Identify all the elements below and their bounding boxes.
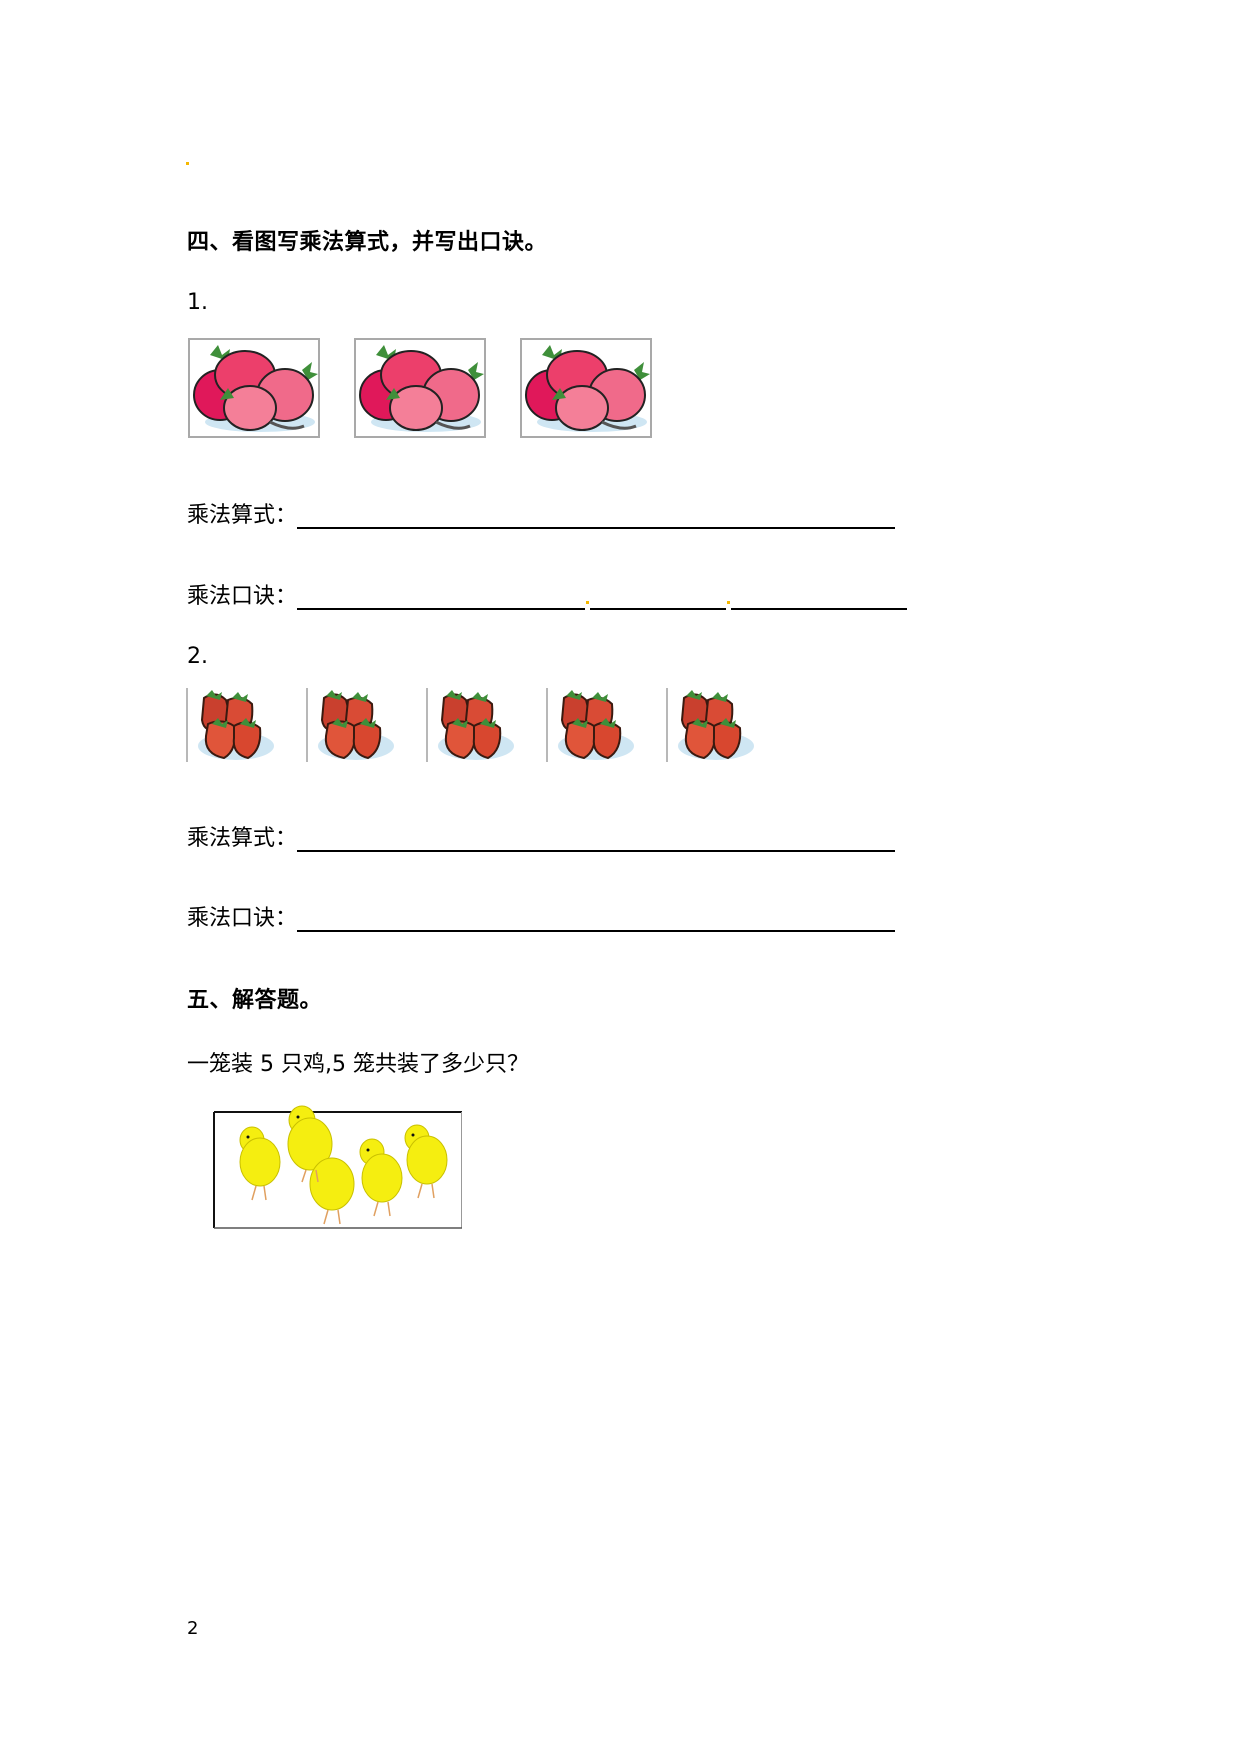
q1-formula-answer-blank[interactable] [297,505,896,529]
q2-rhyme-row: 乘法口诀： [187,900,896,932]
marker-dot [586,601,590,604]
q1-rhyme-row: 乘法口诀： [187,578,908,610]
q1-formula-row: 乘法算式： [187,497,896,529]
q1-rhyme-answer-blank-3[interactable] [731,586,908,610]
radish-image-row [188,338,652,438]
chicks-icon [212,1100,463,1229]
q2-formula-row: 乘法算式： [187,820,896,852]
marker-dot [186,162,189,165]
radish-bunch-icon [188,338,320,438]
strawberry-bunch-icon [666,688,762,762]
radish-bunch-icon [520,338,652,438]
q1-rhyme-answer-blank-2[interactable] [590,586,727,610]
q2-formula-answer-blank[interactable] [297,828,896,852]
word-problem-text: 一笼装 5 只鸡,5 笼共装了多少只？ [187,1052,529,1077]
q2-rhyme-label: 乘法口诀： [187,906,298,931]
q1-rhyme-answer-blank[interactable] [297,586,586,610]
page-number: 2 [187,1618,199,1639]
q1-rhyme-label: 乘法口诀： [187,584,298,609]
strawberry-image-row [186,688,762,762]
marker-dot [727,601,731,604]
strawberry-bunch-icon [306,688,402,762]
q2-formula-label: 乘法算式： [187,826,298,851]
strawberry-bunch-icon [186,688,282,762]
q2-rhyme-answer-blank[interactable] [297,908,896,932]
strawberry-bunch-icon [426,688,522,762]
question-2-label: 2. [187,644,208,669]
section-4-heading: 四、看图写乘法算式，并写出口诀。 [187,230,548,255]
question-1-label: 1. [187,290,208,315]
q1-formula-label: 乘法算式： [187,503,298,528]
strawberry-bunch-icon [546,688,642,762]
radish-bunch-icon [354,338,486,438]
section-5-heading: 五、解答题。 [187,988,323,1013]
